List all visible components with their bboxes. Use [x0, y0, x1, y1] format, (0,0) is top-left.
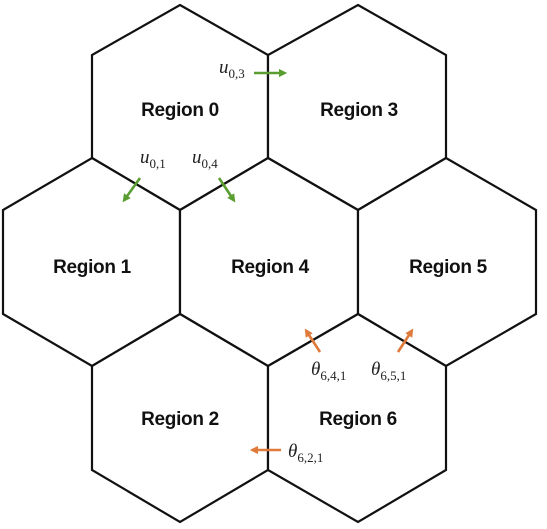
- region-4-label: Region 4: [231, 257, 310, 278]
- label-u04: u0,4: [192, 147, 218, 171]
- label-t651: θ6,5,1: [371, 359, 406, 383]
- region-0-label: Region 0: [141, 100, 219, 121]
- region-2-label: Region 2: [141, 409, 219, 430]
- hex-region-6: [266, 312, 448, 524]
- arrow-t641: [304, 328, 322, 353]
- label-t621: θ6,2,1: [288, 441, 323, 465]
- region-5-label: Region 5: [409, 257, 488, 278]
- region-6-label: Region 6: [319, 409, 397, 430]
- arrow-u01: [122, 177, 142, 203]
- label-u01: u0,1: [140, 147, 166, 171]
- region-3-label: Region 3: [320, 100, 398, 121]
- arrow-u04: [217, 177, 236, 203]
- arrow-t651: [396, 328, 414, 353]
- label-t641: θ6,4,1: [311, 359, 346, 383]
- label-u03: u0,3: [219, 57, 245, 81]
- region-1-label: Region 1: [53, 257, 132, 278]
